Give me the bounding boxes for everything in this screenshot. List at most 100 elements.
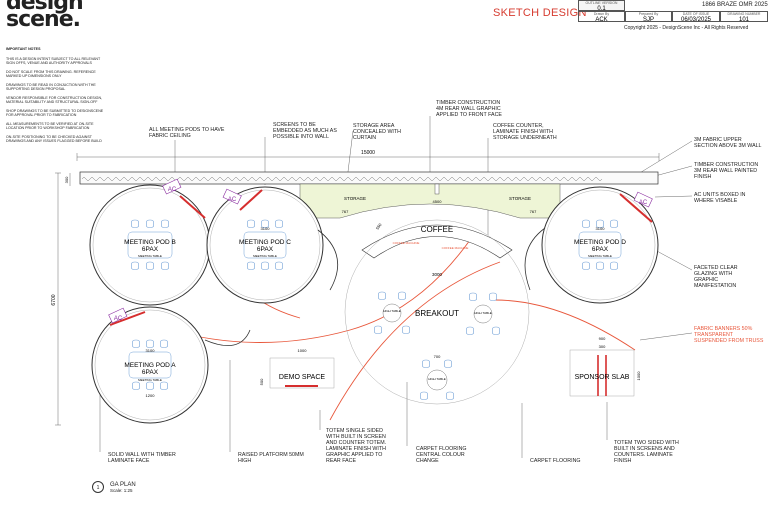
storage-divider: [434, 183, 440, 195]
view-title: GA PLAN Scale: 1:25: [110, 482, 136, 493]
note-item: VENDOR RESPONSIBLE FOR CONSTRUCTION DESI…: [6, 95, 103, 105]
high-table-center: [420, 359, 454, 400]
pod-c-table: MEETING TABLE: [253, 254, 277, 258]
meeting-pod-b: [89, 184, 211, 306]
dimension-lines: [55, 153, 660, 426]
rear-wall-hatch: [81, 177, 603, 181]
dim-sponsor-width: 900: [599, 336, 606, 341]
title-block-prepared: Prepared By SJP: [625, 11, 672, 23]
note-item: ALL MEASUREMENTS TO BE VERIFIED AT ON-SI…: [6, 121, 94, 131]
meeting-pod-d: [524, 186, 659, 304]
breakout-zone: [344, 219, 530, 405]
high-table-label: HIGH TABLE: [383, 309, 401, 313]
callout-totem-two: TOTEM TWO SIDED WITH BUILT IN SCREENS AN…: [614, 440, 679, 464]
high-table-left: [374, 291, 410, 334]
ac-unit-d: [633, 191, 653, 208]
dim-coffee-width: 4500: [433, 199, 443, 204]
callout-raised-platform: RAISED PLATFORM 50MM HIGH: [238, 452, 304, 464]
dim-sponsor-gap: 300: [599, 344, 606, 349]
callout-timber-3m: TIMBER CONSTRUCTION 3M REAR WALL PAINTED…: [694, 162, 759, 180]
pod-d-table: MEETING TABLE: [588, 254, 612, 258]
coffee-machine-label: COFFEE MACHINE: [393, 241, 420, 245]
dim-pod-d: 3100: [596, 226, 606, 231]
high-table-label: HIGH TABLE: [428, 377, 446, 381]
storage-zone: [299, 183, 561, 219]
demo-space: [269, 357, 335, 389]
dim-overall-width: 15000: [361, 150, 375, 156]
dim-high-table: 700: [434, 354, 441, 359]
callout-screens: SCREENS TO BE EMBEDDED AS MUCH AS POSSIB…: [273, 122, 337, 140]
dim-breakout: 3000: [432, 272, 443, 277]
dim-demo-width: 1000: [298, 348, 308, 353]
designscene-logo: design scene.: [6, 0, 84, 32]
meeting-pod-a: [91, 306, 251, 424]
meeting-pod-c: [206, 186, 338, 304]
note-item: SHOP DRAWINGS TO BE SUBMITTED TO DESIGNS…: [6, 108, 104, 118]
coffee-counter: [361, 224, 513, 259]
pod-b-pax: 6PAX: [142, 246, 159, 253]
view-scale: Scale: 1:25: [110, 488, 133, 493]
title-block-drawn: Drawn By ACK: [578, 11, 625, 23]
pod-a-table: MEETING TABLE: [138, 378, 162, 382]
sponsor-slab: [569, 349, 635, 397]
dim-demo-depth: 500: [259, 378, 264, 385]
ac-label-b: AC: [168, 187, 177, 193]
dim-pod-a: 3100: [146, 348, 156, 353]
demo-label: DEMO SPACE: [279, 374, 325, 381]
view-number-circle: 1: [92, 481, 104, 493]
ac-label-c: AC: [228, 197, 237, 203]
callout-glazing: FACETED CLEAR GLAZING WITH GRAPHIC MANIF…: [694, 265, 738, 289]
sponsor-label: SPONSOR SLAB: [575, 374, 630, 381]
callout-ac-boxed: AC UNITS BOXED IN WHERE VISABLE: [694, 192, 746, 204]
dim-pod-c: 3100: [261, 226, 271, 231]
breakout-label: BREAKOUT: [415, 309, 459, 318]
copyright: Copyright 2025 - DesignScene Inc - All R…: [624, 25, 749, 31]
dim-overall-depth: 6700: [51, 294, 57, 305]
ac-label-a: AC: [114, 316, 123, 322]
dim-pod-a-table: 1200: [146, 393, 156, 398]
view-title-text: GA PLAN: [110, 482, 136, 488]
dim-storage-right: 767: [530, 209, 537, 214]
dim-storage-left: 767: [342, 209, 349, 214]
coffee-label: COFFEE: [421, 225, 453, 234]
pod-c-pax: 6PAX: [257, 246, 274, 253]
pod-b-title: MEETING POD B: [124, 239, 176, 246]
dim-sponsor-depth: 1000: [636, 371, 641, 381]
high-table-label: HIGH TABLE: [474, 311, 492, 315]
dim-coffee-small: 550: [375, 222, 383, 231]
logo-line-2: scene.: [6, 7, 81, 32]
ac-label-d: AC: [639, 200, 648, 206]
sheet-title: SKETCH DESIGN: [493, 7, 587, 19]
dim-rear-depth: 300: [64, 176, 69, 183]
pod-b-table: MEETING TABLE: [138, 254, 162, 258]
ac-unit-a: [108, 307, 128, 324]
coffee-machine-label-2: COFFEE MACHINE: [442, 246, 469, 250]
callout-fabric-banners: FABRIC BANNERS 50% TRANSPARENT SUSPENDED…: [694, 326, 764, 344]
ac-unit-c: [222, 188, 242, 205]
callout-storage-area: STORAGE AREA CONCEALED WITH CURTAIN: [353, 123, 401, 141]
note-item: THIS IS A DESIGN INTENT SUBJECT TO ALL R…: [6, 56, 101, 66]
rear-wall: [79, 171, 659, 185]
important-notes: IMPORTANT NOTES THIS IS A DESIGN INTENT …: [6, 47, 106, 148]
note-item: DRAWINGS TO BE READ IN CONJUCTION WITH T…: [6, 82, 96, 92]
callout-coffee-counter: COFFEE COUNTER, LAMINATE FINISH WITH STO…: [493, 123, 557, 141]
storage-label-left: STORAGE: [344, 196, 366, 201]
project-name: 1866 BRAZE OMR 2025: [702, 2, 768, 8]
ac-unit-b: [162, 178, 182, 195]
callout-fabric-upper: 3M FABRIC UPPER SECTION ABOVE 3M WALL: [694, 137, 762, 149]
callout-carpet-central: CARPET FLOORING CENTRAL COLOUR CHANGE: [416, 446, 467, 464]
pod-a-title: MEETING POD A: [124, 362, 176, 369]
callout-totem-single: TOTEM SINGLE SIDED WITH BUILT IN SCREEN …: [326, 428, 387, 464]
title-block-date: DATE OF ISSUE 06/03/2025: [672, 11, 720, 23]
note-item: ON-SITE POSITIONING TO BE CHECKED AGAINS…: [6, 134, 102, 144]
pod-a-pax: 6PAX: [142, 369, 159, 376]
title-block-version: OUTLINE VERSION 0.1: [578, 0, 625, 12]
pod-d-title: MEETING POD D: [574, 239, 626, 246]
pod-c-title: MEETING POD C: [239, 239, 291, 246]
notes-heading: IMPORTANT NOTES: [6, 47, 41, 51]
logo-line-1: design: [6, 0, 84, 15]
callout-solid-wall: SOLID WALL WITH TIMBER LAMINATE FACE: [108, 452, 176, 464]
callout-carpet: CARPET FLOORING: [530, 458, 581, 464]
note-item: DO NOT SCALE FROM THIS DRAWING. REFERENC…: [6, 69, 96, 79]
